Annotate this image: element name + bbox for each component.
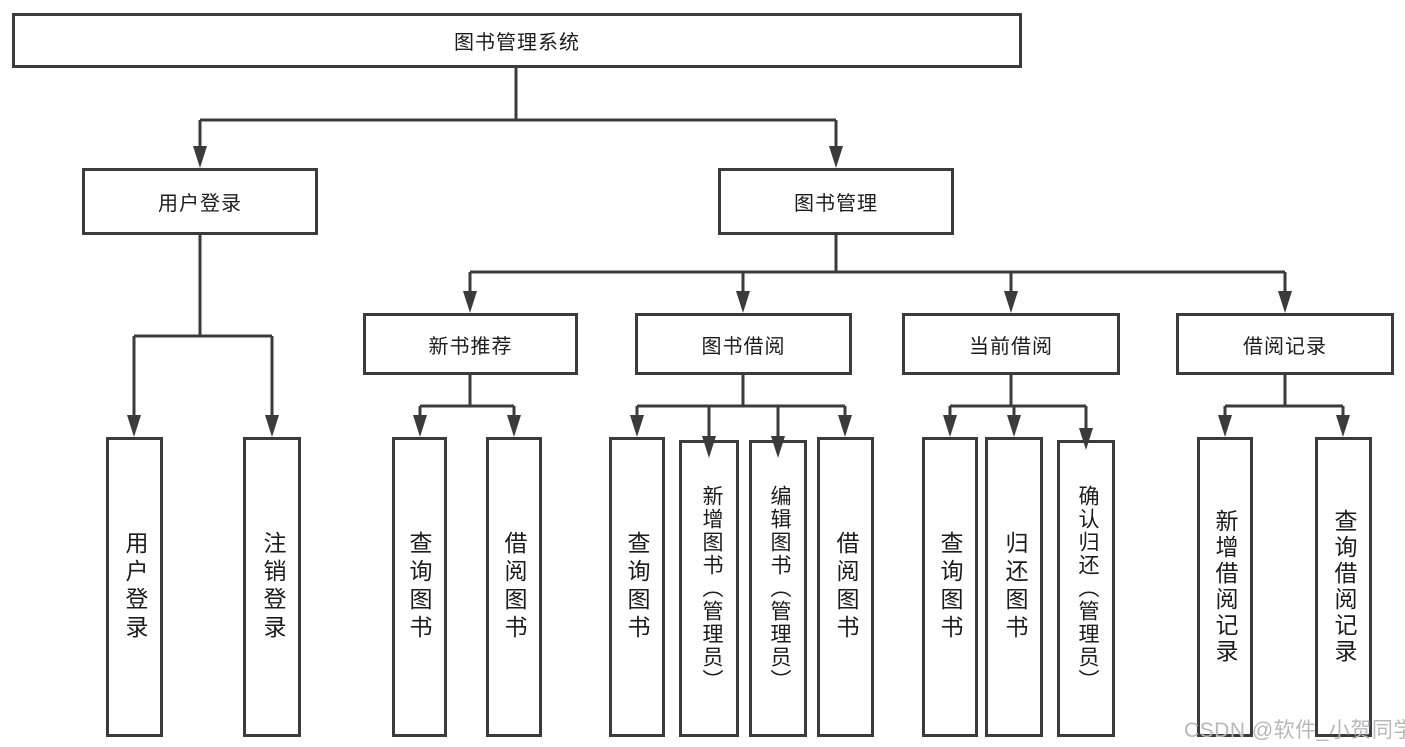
leaf-user-login: 用户登录: [106, 437, 163, 737]
leaf-records-add: 新增借阅记录: [1197, 437, 1253, 737]
leaf-records-query: 查询借阅记录: [1315, 437, 1372, 737]
node-current-borrow: 当前借阅: [902, 313, 1120, 375]
leaf-newbook-query: 查询图书: [392, 437, 447, 737]
leaf-borrow-query: 查询图书: [609, 437, 665, 737]
csdn-watermark: CSDN @软件_小贺同学: [1184, 719, 1405, 742]
leaf-current-query: 查询图书: [922, 437, 978, 737]
node-root: 图书管理系统: [12, 13, 1022, 68]
leaf-current-confirm-admin: 确认归还（管理员）: [1057, 440, 1115, 737]
leaf-borrow-edit-admin: 编辑图书（管理员）: [749, 440, 807, 737]
node-book-borrow: 图书借阅: [635, 313, 852, 375]
node-new-book-recommend: 新书推荐: [363, 313, 578, 375]
leaf-borrow-add-admin: 新增图书（管理员）: [679, 440, 739, 737]
leaf-current-return: 归还图书: [985, 437, 1043, 737]
leaf-borrow-borrow: 借阅图书: [817, 437, 874, 737]
leaf-newbook-borrow: 借阅图书: [486, 437, 542, 737]
leaf-logout: 注销登录: [243, 437, 301, 737]
node-borrow-records: 借阅记录: [1176, 313, 1394, 375]
node-book-management: 图书管理: [718, 168, 954, 235]
node-user-login: 用户登录: [82, 168, 318, 235]
